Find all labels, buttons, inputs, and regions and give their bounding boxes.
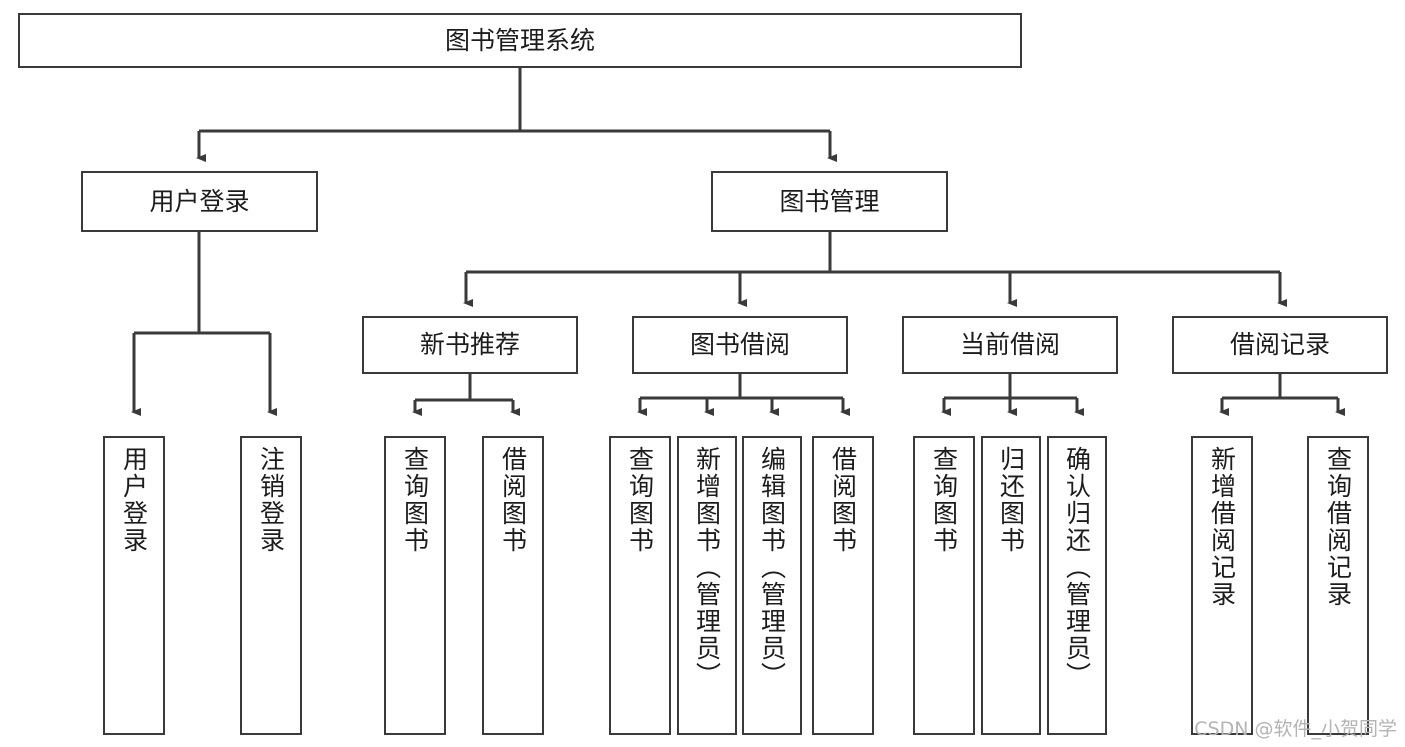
node-label: 注销登录 bbox=[256, 446, 286, 554]
node-label: 新增借阅记录 bbox=[1207, 446, 1237, 608]
node-label: 借阅图书 bbox=[498, 446, 528, 554]
leaf-record-add-record[interactable]: 新增借阅记录 bbox=[1191, 436, 1253, 735]
node-label: 查询图书 bbox=[929, 446, 959, 554]
leaf-borrow-edit-book-admin[interactable]: 编辑图书（管理员） bbox=[742, 436, 802, 735]
node-label: 新书推荐 bbox=[419, 330, 520, 360]
node-label: 借阅记录 bbox=[1229, 330, 1330, 360]
node-user-login[interactable]: 用户登录 bbox=[81, 171, 318, 232]
node-label: 确认归还（管理员） bbox=[1062, 446, 1092, 689]
leaf-current-confirm-return-admin[interactable]: 确认归还（管理员） bbox=[1047, 436, 1107, 735]
leaf-user-login-signout[interactable]: 注销登录 bbox=[240, 436, 302, 735]
node-root-system[interactable]: 图书管理系统 bbox=[18, 13, 1022, 68]
node-label: 新增图书（管理员） bbox=[692, 446, 722, 689]
node-label: 查询借阅记录 bbox=[1323, 446, 1353, 608]
node-label: 查询图书 bbox=[400, 446, 430, 554]
node-new-book-recommend[interactable]: 新书推荐 bbox=[362, 316, 578, 374]
node-current-borrow[interactable]: 当前借阅 bbox=[902, 316, 1118, 374]
node-label: 借阅图书 bbox=[828, 446, 858, 554]
node-label: 图书管理 bbox=[779, 186, 880, 216]
node-label: 编辑图书（管理员） bbox=[757, 446, 787, 689]
node-label: 图书借阅 bbox=[689, 330, 790, 360]
leaf-current-query-book[interactable]: 查询图书 bbox=[913, 436, 975, 735]
node-book-management[interactable]: 图书管理 bbox=[711, 171, 948, 232]
leaf-recommend-borrow-book[interactable]: 借阅图书 bbox=[482, 436, 544, 735]
leaf-user-login-signin[interactable]: 用户登录 bbox=[103, 436, 165, 735]
node-label: 当前借阅 bbox=[959, 330, 1060, 360]
leaf-borrow-query-book[interactable]: 查询图书 bbox=[609, 436, 671, 735]
node-label: 归还图书 bbox=[996, 446, 1026, 554]
node-label: 用户登录 bbox=[119, 446, 149, 554]
csdn-watermark: CSDN @软件_小贺同学 bbox=[1194, 718, 1397, 740]
node-book-borrow[interactable]: 图书借阅 bbox=[632, 316, 848, 374]
leaf-borrow-add-book-admin[interactable]: 新增图书（管理员） bbox=[677, 436, 737, 735]
leaf-current-return-book[interactable]: 归还图书 bbox=[981, 436, 1041, 735]
node-label: 查询图书 bbox=[625, 446, 655, 554]
leaf-record-query-record[interactable]: 查询借阅记录 bbox=[1307, 436, 1369, 735]
leaf-recommend-query-book[interactable]: 查询图书 bbox=[384, 436, 446, 735]
node-label: 图书管理系统 bbox=[444, 25, 595, 55]
node-borrow-record[interactable]: 借阅记录 bbox=[1172, 316, 1388, 374]
leaf-borrow-borrow-book[interactable]: 借阅图书 bbox=[812, 436, 874, 735]
node-label: 用户登录 bbox=[149, 186, 250, 216]
